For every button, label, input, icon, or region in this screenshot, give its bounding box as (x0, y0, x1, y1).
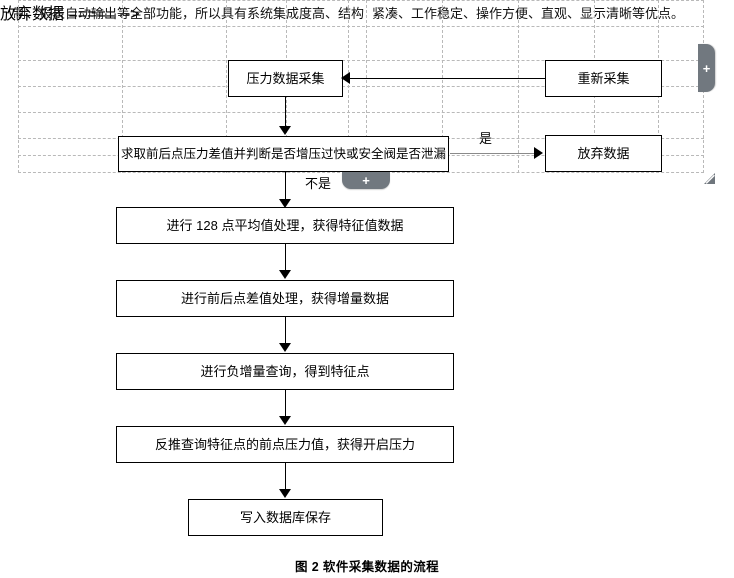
flow-node-collect[interactable]: 压力数据采集 (228, 60, 343, 97)
flow-node-discard[interactable]: 放弃数据 (545, 135, 662, 172)
arrow-down-icon (279, 199, 291, 208)
resize-handle[interactable] (703, 172, 716, 185)
flow-node-save-label: 写入数据库保存 (239, 509, 331, 525)
grid-line-v (518, 0, 519, 173)
paragraph-text-right: 紧凑、工作稳定、操作方便、直观、显示清晰等优点。 (372, 6, 685, 21)
grid-line-h (18, 60, 704, 61)
arrow-down-icon (279, 489, 291, 498)
arrow-down-icon (279, 416, 291, 425)
flow-node-delta[interactable]: 进行前后点差值处理，获得增量数据 (116, 280, 454, 317)
grid-line-h (18, 0, 704, 1)
flow-node-average[interactable]: 进行 128 点平均值处理，获得特征值数据 (116, 207, 454, 244)
paragraph-text-left: 制、报表自动输出等全部功能，所以具有系统集成度高、结构 (13, 6, 365, 21)
edge-label-no: 不是 (305, 176, 332, 191)
edge-backtrack-to-save (285, 463, 286, 491)
arrow-left-icon (341, 72, 350, 84)
flow-node-backtrack[interactable]: 反推查询特征点的前点压力值，获得开启压力 (116, 426, 454, 463)
plus-icon: + (702, 60, 711, 76)
grid-line-v (18, 0, 19, 173)
flow-node-save[interactable]: 写入数据库保存 (188, 499, 383, 536)
edge-average-to-delta (285, 244, 286, 272)
edge-recollect-to-collect (349, 78, 545, 79)
flow-node-average-label: 进行 128 点平均值处理，获得特征值数据 (166, 217, 404, 233)
grid-line-v (442, 0, 443, 173)
grid-line-v (348, 0, 349, 173)
flow-node-recollect-label: 重新采集 (577, 70, 630, 86)
edge-label-yes: 是 (479, 131, 493, 146)
grid-line-h (18, 26, 704, 27)
add-row-button[interactable]: + (342, 172, 390, 189)
add-column-button[interactable]: + (698, 44, 715, 92)
plus-icon: + (362, 173, 370, 188)
flow-node-collect-label: 压力数据采集 (246, 70, 325, 86)
edge-negative-to-backtrack (285, 390, 286, 418)
flow-node-discard-label: 放弃数据 (577, 145, 630, 161)
arrow-down-icon (279, 343, 291, 352)
flow-node-delta-label: 进行前后点差值处理，获得增量数据 (180, 290, 389, 306)
grid-line-v (226, 0, 227, 173)
edge-delta-to-negative (285, 317, 286, 345)
grid-line-h (18, 86, 704, 87)
grid-line-h (18, 112, 704, 113)
arrow-down-icon (279, 126, 291, 135)
flow-node-judge[interactable]: 求取前后点压力差值并判断是否增压过快或安全阀是否泄漏 (118, 136, 449, 172)
edge-collect-to-judge (285, 97, 286, 129)
flow-node-judge-label: 求取前后点压力差值并判断是否增压过快或安全阀是否泄漏 (120, 146, 446, 161)
arrow-right-icon (534, 147, 543, 159)
flow-node-backtrack-label: 反推查询特征点的前点压力值，获得开启压力 (154, 436, 415, 452)
flow-node-negative-label: 进行负增量查询，得到特征点 (200, 363, 370, 379)
grid-line-v (122, 0, 123, 173)
figure-caption: 图 2 软件采集数据的流程 (294, 560, 440, 574)
edge-judge-to-average (285, 172, 286, 202)
flow-node-recollect[interactable]: 重新采集 (545, 60, 662, 97)
grid-line-v (366, 0, 367, 173)
edge-judge-to-discard (450, 153, 537, 154)
arrow-down-icon (279, 270, 291, 279)
flow-node-negative[interactable]: 进行负增量查询，得到特征点 (116, 353, 454, 390)
